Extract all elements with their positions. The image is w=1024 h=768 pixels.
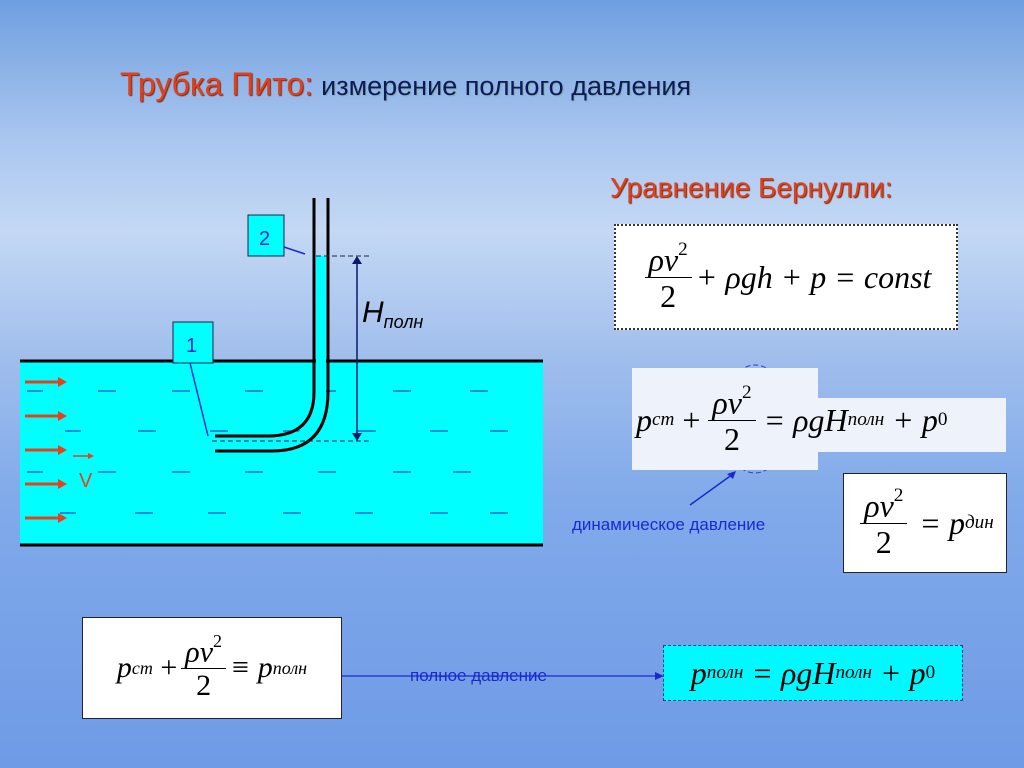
dynamic-pressure-label: динамическое давление — [572, 515, 766, 534]
title-main: Трубка Пито: — [120, 66, 314, 102]
total-pressure-label: полное давление — [410, 666, 547, 685]
label-box-2 — [247, 214, 285, 257]
dynamic-pointer — [689, 473, 734, 506]
label-box-1 — [172, 321, 214, 364]
tube-outer-wall — [215, 198, 330, 453]
label-1: 1 — [186, 335, 197, 357]
label-2: 2 — [259, 228, 270, 250]
pitot-equation-bg-ext — [818, 398, 1006, 452]
velocity-label: V — [79, 470, 93, 492]
flow-arrows — [25, 377, 94, 523]
pointer-1 — [189, 362, 209, 437]
tube-fluid — [215, 256, 326, 447]
water-dashes — [27, 390, 508, 514]
water-flow — [20, 362, 543, 545]
pointer-2 — [283, 246, 306, 255]
title-sub: измерение полного давления — [321, 71, 692, 101]
slide-title: Трубка Пито:измерение полного давления — [120, 66, 691, 103]
pitot-equation-bg — [632, 368, 818, 470]
bernoulli-heading: Уравнение Бернулли: — [610, 172, 893, 203]
tube-inner-wall — [215, 198, 316, 438]
height-label: Hполн — [362, 296, 423, 332]
